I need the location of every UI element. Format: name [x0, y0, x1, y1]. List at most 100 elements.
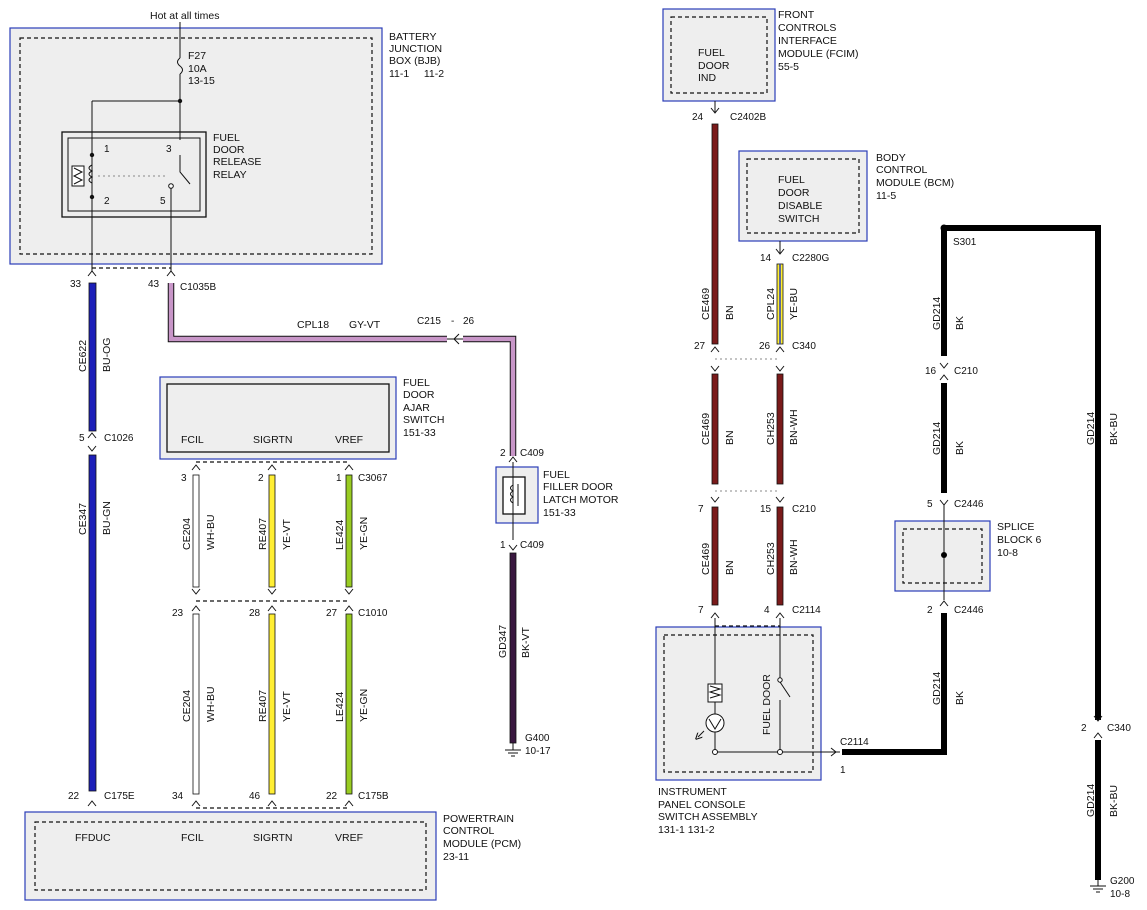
c1026-pin: 5: [79, 433, 85, 444]
wire-cpl24-color: YE-BU: [788, 288, 800, 320]
wire-gd214-upper: [941, 228, 947, 356]
wire-le424-upper: [345, 474, 353, 588]
wire-re407-lower-circuit: RE407: [257, 690, 269, 722]
wire-ch253-middle-circuit: CH253: [765, 412, 777, 445]
c2402b-pin: 24: [692, 112, 704, 123]
ipc-label-2: PANEL CONSOLE: [658, 799, 746, 811]
ajar-pin-fcil: FCIL: [181, 434, 204, 446]
ajar-label-5: 151-33: [403, 427, 436, 439]
g200-label: G200: [1110, 876, 1135, 887]
relay-label-1: FUEL: [213, 132, 240, 144]
latch-motor-label-3: LATCH MOTOR: [543, 494, 619, 506]
wire-ce204-lower-color: WH-BU: [205, 686, 217, 722]
wire-re407-lower-color: YE-VT: [281, 690, 293, 722]
wire-gd347-circuit: GD347: [497, 625, 509, 658]
fuse-rating: 10A: [188, 63, 207, 75]
c2446-bot-label: C2446: [954, 605, 984, 616]
ipc-inner-label: FUEL DOOR: [761, 674, 773, 735]
relay-pin-5: 5: [160, 196, 166, 207]
fcim-label-4: MODULE (FCIM): [778, 48, 859, 60]
fuse-icon: [177, 57, 183, 75]
c175e-pin: 22: [68, 791, 80, 802]
c175e-label: C175E: [104, 791, 135, 802]
pcm-pin-fcil: FCIL: [181, 832, 204, 844]
fuel-door-release-relay: 1 2 3 5 FUEL DOOR RELEASE RELAY: [61, 101, 261, 272]
c340-mid-pin-26: 26: [759, 341, 771, 352]
wire-gd214-lower: [842, 613, 947, 755]
relay-label-2: DOOR: [213, 144, 245, 156]
fuse-label: F27: [188, 50, 206, 62]
fuse-ref: 13-15: [188, 75, 215, 87]
motor-coil-icon: [510, 484, 514, 504]
bcm-label-1: BODY: [876, 152, 906, 164]
body-control-module: FUEL DOOR DISABLE SWITCH BODY CONTROL MO…: [738, 150, 954, 242]
front-controls-interface-module: FUEL DOOR IND FRONT CONTROLS INTERFACE M…: [662, 8, 859, 102]
c2114-top-label: C2114: [792, 605, 821, 616]
wire-ce469-upper-circuit: CE469: [700, 288, 712, 320]
wire-gd214-upper-circuit: GD214: [931, 297, 943, 330]
latch-motor-label-2: FILLER DOOR: [543, 481, 613, 493]
bcm-label-3: MODULE (BCM): [876, 177, 954, 189]
wire-gd214-bkbu-upper-circuit: GD214: [1085, 412, 1097, 445]
c1035b-pin-33: 33: [70, 279, 82, 290]
fcim-inner-3: IND: [698, 72, 717, 84]
ajar-pin-sigrtn: SIGRTN: [253, 434, 292, 446]
wire-le424-lower-color: YE-GN: [358, 689, 370, 722]
pcm-pin-vref: VREF: [335, 832, 363, 844]
c210-mid-pin-7: 7: [698, 504, 704, 515]
latch-motor-label-4: 151-33: [543, 507, 576, 519]
wire-le424-upper-circuit: LE424: [334, 519, 346, 550]
c2114-top-pin-7: 7: [698, 605, 704, 616]
wire-ch253-lower: [776, 506, 784, 606]
wire-gd214-bkbu-upper-color: BK-BU: [1108, 413, 1120, 445]
c1010-label: C1010: [358, 608, 388, 619]
c409-bot-label: C409: [520, 540, 544, 551]
c340-mid-label: C340: [792, 341, 816, 352]
c409-bot-pin: 1: [500, 540, 506, 551]
c340-right-pin: 2: [1081, 723, 1087, 734]
c3067-pin-1: 1: [336, 473, 342, 484]
bcm-inner-4: SWITCH: [778, 213, 819, 225]
wire-cpl18-circuit: CPL18: [297, 319, 329, 331]
wire-ce347-color: BU-GN: [101, 501, 113, 535]
wire-ce469-middle-circuit: CE469: [700, 413, 712, 445]
wire-ch253-lower-circuit: CH253: [765, 542, 777, 575]
g200-ref: 10-8: [1110, 889, 1130, 900]
bjb-label-3: BOX (BJB): [389, 55, 440, 67]
bcm-label-4: 11-5: [876, 190, 896, 202]
wire-ce622-circuit: CE622: [77, 340, 89, 372]
c215-sep: -: [451, 316, 454, 327]
wire-ce469-middle-color: BN: [724, 430, 736, 445]
ipc-label-1: INSTRUMENT: [658, 786, 727, 798]
fcim-inner-2: DOOR: [698, 60, 730, 72]
fcim-label-1: FRONT: [778, 9, 815, 21]
pcm-pin-sigrtn: SIGRTN: [253, 832, 292, 844]
bcm-label-2: CONTROL: [876, 164, 927, 176]
c210-mid-pin-15: 15: [760, 504, 772, 515]
wire-re407-upper-color: YE-VT: [281, 518, 293, 550]
c210-right-label: C210: [954, 366, 978, 377]
c210-mid-label: C210: [792, 504, 816, 515]
fcim-inner-1: FUEL: [698, 47, 725, 59]
g400-label: G400: [525, 733, 550, 744]
ajar-pin-vref: VREF: [335, 434, 363, 446]
wire-gd214-lower-circuit: GD214: [931, 672, 943, 705]
c340-mid-pin-27: 27: [694, 341, 706, 352]
wire-ce469-upper: [711, 123, 719, 345]
wire-ch253-middle: [776, 373, 784, 485]
fuel-filler-door-latch-motor: FUEL FILLER DOOR LATCH MOTOR 151-33: [495, 462, 619, 540]
splice-label-1: SPLICE: [997, 521, 1034, 533]
ajar-label-1: FUEL: [403, 377, 430, 389]
c175b-pin-34: 34: [172, 791, 184, 802]
wire-ce469-lower-color: BN: [724, 560, 736, 575]
c175b-pin-22: 22: [326, 791, 338, 802]
pcm-pin-ffduc: FFDUC: [75, 832, 111, 844]
c215-label: C215: [417, 316, 441, 327]
c409-top-pin: 2: [500, 448, 506, 459]
c1026-label: C1026: [104, 433, 134, 444]
fuel-door-ajar-switch: FCIL SIGRTN VREF FUEL DOOR AJAR SWITCH 1…: [159, 376, 444, 460]
c1010-pin-23: 23: [172, 608, 184, 619]
c3067-pin-2: 2: [258, 473, 264, 484]
wire-ce347-circuit: CE347: [77, 503, 89, 535]
